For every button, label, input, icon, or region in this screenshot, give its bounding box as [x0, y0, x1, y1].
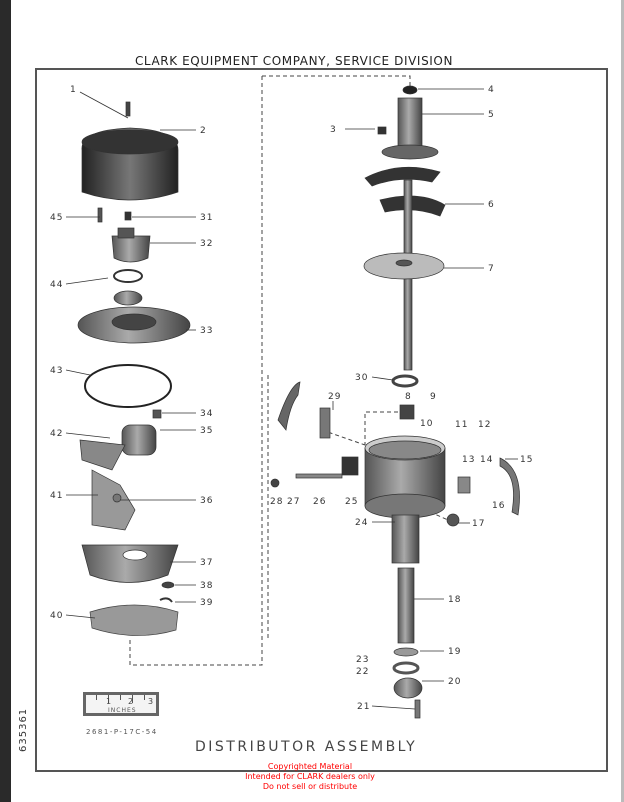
- scale-label: 3: [148, 697, 154, 706]
- callout-2: 2: [200, 126, 207, 136]
- callout-34: 34: [200, 409, 213, 419]
- side-code: 635361: [18, 707, 29, 752]
- leader-line: [371, 705, 416, 710]
- callout-43: 43: [50, 366, 63, 376]
- diagram-frame: [35, 68, 608, 772]
- callout-37: 37: [200, 558, 213, 568]
- page-header: CLARK EQUIPMENT COMPANY, SERVICE DIVISIO…: [0, 54, 624, 68]
- leader-line: [65, 432, 111, 439]
- scale-tick: [120, 695, 121, 700]
- callout-31: 31: [200, 213, 213, 223]
- leader-line: [371, 376, 394, 381]
- callout-12: 12: [478, 420, 491, 430]
- callout-16: 16: [492, 501, 505, 511]
- leader-line: [65, 369, 91, 376]
- callout-35: 35: [200, 426, 213, 436]
- callout-14: 14: [480, 455, 493, 465]
- callout-23: 23: [356, 655, 369, 665]
- watermark-line: Intended for CLARK dealers only: [245, 772, 375, 781]
- callout-36: 36: [200, 496, 213, 506]
- callout-3: 3: [330, 125, 337, 135]
- inch-scale: 1 2 3 INCHES: [83, 692, 159, 716]
- callout-41: 41: [50, 491, 63, 501]
- scan-edge-left: [0, 0, 11, 802]
- callout-21: 21: [357, 702, 370, 712]
- callout-20: 20: [448, 677, 461, 687]
- scale-label: 2: [128, 697, 134, 706]
- callout-5: 5: [488, 110, 495, 120]
- leader-line: [65, 277, 109, 285]
- callout-9: 9: [430, 392, 437, 402]
- callout-19: 19: [448, 647, 461, 657]
- scan-edge-right: [621, 0, 624, 802]
- scale-tick: [108, 695, 109, 703]
- leader-line: [79, 91, 129, 119]
- leader-line: [65, 614, 96, 619]
- callout-28: 28: [270, 497, 283, 507]
- callout-24: 24: [355, 518, 368, 528]
- scale-tick: [144, 695, 145, 700]
- scale-tick: [96, 695, 97, 700]
- callout-32: 32: [200, 239, 213, 249]
- callout-25: 25: [345, 497, 358, 507]
- callout-33: 33: [200, 326, 213, 336]
- callout-6: 6: [488, 200, 495, 210]
- drawing-number: 2681-P-17C-54: [86, 728, 158, 736]
- callout-8: 8: [405, 392, 412, 402]
- callout-4: 4: [488, 85, 495, 95]
- scale-tick: [132, 695, 133, 703]
- callout-29: 29: [328, 392, 341, 402]
- watermark-line: Copyrighted Material: [267, 762, 353, 771]
- scale-label: 1: [106, 697, 112, 706]
- callout-27: 27: [287, 497, 300, 507]
- callout-22: 22: [356, 667, 369, 677]
- callout-11: 11: [455, 420, 468, 430]
- callout-40: 40: [50, 611, 63, 621]
- callout-10: 10: [420, 419, 433, 429]
- header-title: CLARK EQUIPMENT COMPANY, SERVICE DIVISIO…: [134, 54, 454, 68]
- callout-18: 18: [448, 595, 461, 605]
- callout-39: 39: [200, 598, 213, 608]
- diagram-title: DISTRIBUTOR ASSEMBLY: [195, 739, 418, 755]
- callout-13: 13: [462, 455, 475, 465]
- callout-30: 30: [355, 373, 368, 383]
- callout-1: 1: [70, 85, 77, 95]
- callout-15: 15: [520, 455, 533, 465]
- part-shapes: [77, 85, 520, 719]
- callout-7: 7: [488, 264, 495, 274]
- watermark-line: Do not sell or distribute: [262, 782, 358, 791]
- callout-26: 26: [313, 497, 326, 507]
- callout-17: 17: [472, 519, 485, 529]
- callout-45: 45: [50, 213, 63, 223]
- scale-unit: INCHES: [108, 707, 137, 714]
- callout-44: 44: [50, 280, 63, 290]
- callout-38: 38: [200, 581, 213, 591]
- callout-42: 42: [50, 429, 63, 439]
